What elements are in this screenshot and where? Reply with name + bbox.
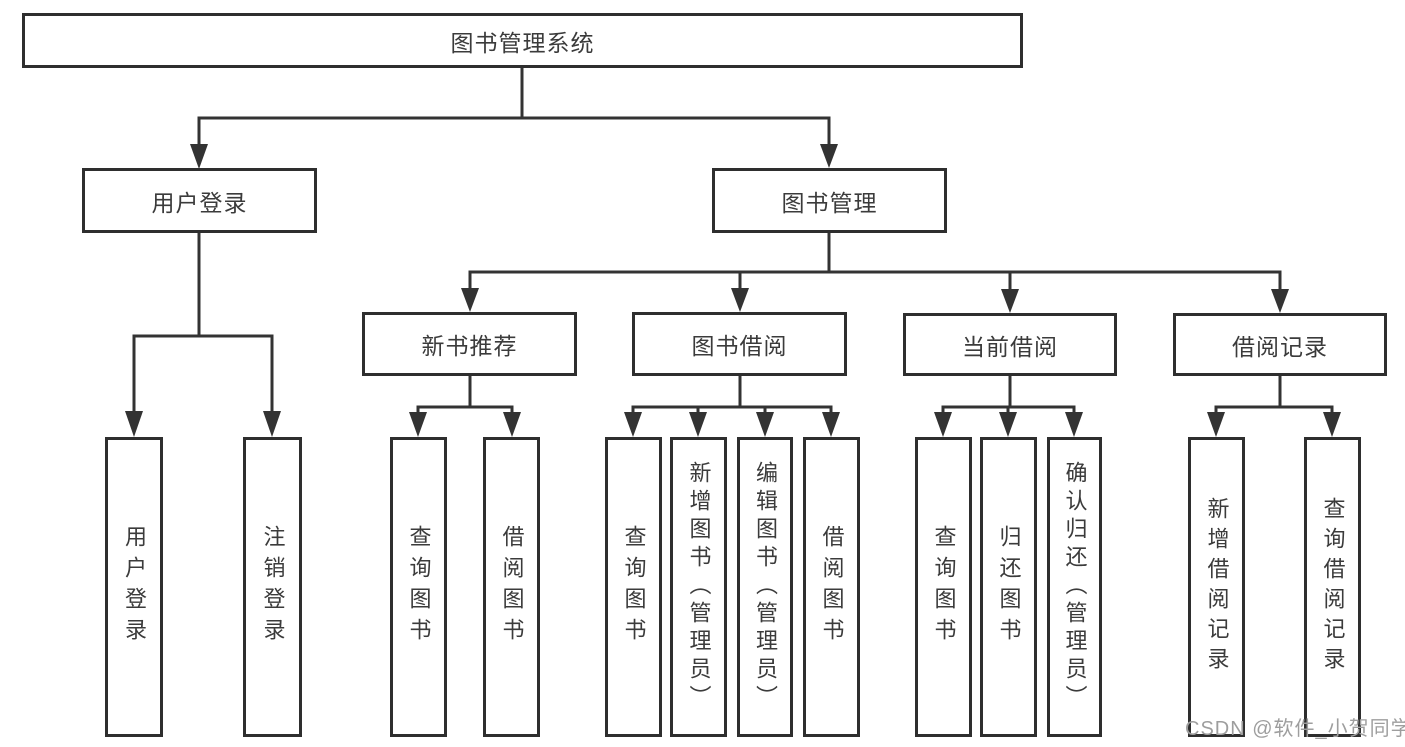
node-label: 查询图书 <box>621 525 647 649</box>
node-label: 注销登录 <box>260 525 286 649</box>
leaf-query-books-under-current: 查询图书 <box>915 437 972 737</box>
node-label: 用户登录 <box>151 189 248 216</box>
node-label: 新增借阅记录 <box>1204 497 1230 677</box>
node-label: 查询图书 <box>406 525 432 649</box>
node-label: 确认归还（管理员） <box>1062 461 1088 713</box>
leaf-query-books-under-recommendation: 查询图书 <box>390 437 447 737</box>
node-book-management-module: 图书管理 <box>712 168 947 233</box>
leaf-confirm-return-admin: 确认归还（管理员） <box>1047 437 1102 737</box>
node-label: 新增图书（管理员） <box>686 461 712 713</box>
node-book-borrowing: 图书借阅 <box>632 312 847 376</box>
node-label: 借阅图书 <box>499 525 525 649</box>
leaf-edit-books-admin: 编辑图书（管理员） <box>737 437 793 737</box>
leaf-query-books-under-borrowing: 查询图书 <box>605 437 662 737</box>
csdn-watermark: CSDN @软件_小贺同学 <box>1185 718 1405 740</box>
node-label: 查询借阅记录 <box>1320 497 1346 677</box>
leaf-add-borrow-record: 新增借阅记录 <box>1188 437 1245 737</box>
leaf-borrow-books-under-borrowing: 借阅图书 <box>803 437 860 737</box>
node-current-borrowing: 当前借阅 <box>903 313 1117 376</box>
leaf-user-login: 用户登录 <box>105 437 163 737</box>
node-label: 图书借阅 <box>691 333 788 359</box>
node-label: 当前借阅 <box>962 333 1058 360</box>
node-borrowing-records: 借阅记录 <box>1173 313 1387 376</box>
node-label: 编辑图书（管理员） <box>753 461 778 713</box>
node-label: 图书管理 <box>781 189 878 216</box>
node-library-management-system: 图书管理系统 <box>22 13 1023 68</box>
leaf-return-books: 归还图书 <box>980 437 1037 737</box>
leaf-logout: 注销登录 <box>243 437 302 737</box>
leaf-borrow-books-under-recommendation: 借阅图书 <box>483 437 540 737</box>
node-new-book-recommendation: 新书推荐 <box>362 312 577 376</box>
node-label: 查询图书 <box>931 525 957 649</box>
leaf-query-borrow-record: 查询借阅记录 <box>1304 437 1361 737</box>
node-label: 新书推荐 <box>421 333 518 359</box>
node-label: 图书管理系统 <box>450 29 595 56</box>
node-label: 归还图书 <box>996 525 1022 649</box>
node-label: 借阅记录 <box>1232 333 1328 360</box>
node-user-login-module: 用户登录 <box>82 168 317 233</box>
node-label: 借阅图书 <box>819 525 845 649</box>
node-label: 用户登录 <box>122 525 147 649</box>
leaf-add-books-admin: 新增图书（管理员） <box>670 437 727 737</box>
arrowheads <box>125 144 1341 437</box>
